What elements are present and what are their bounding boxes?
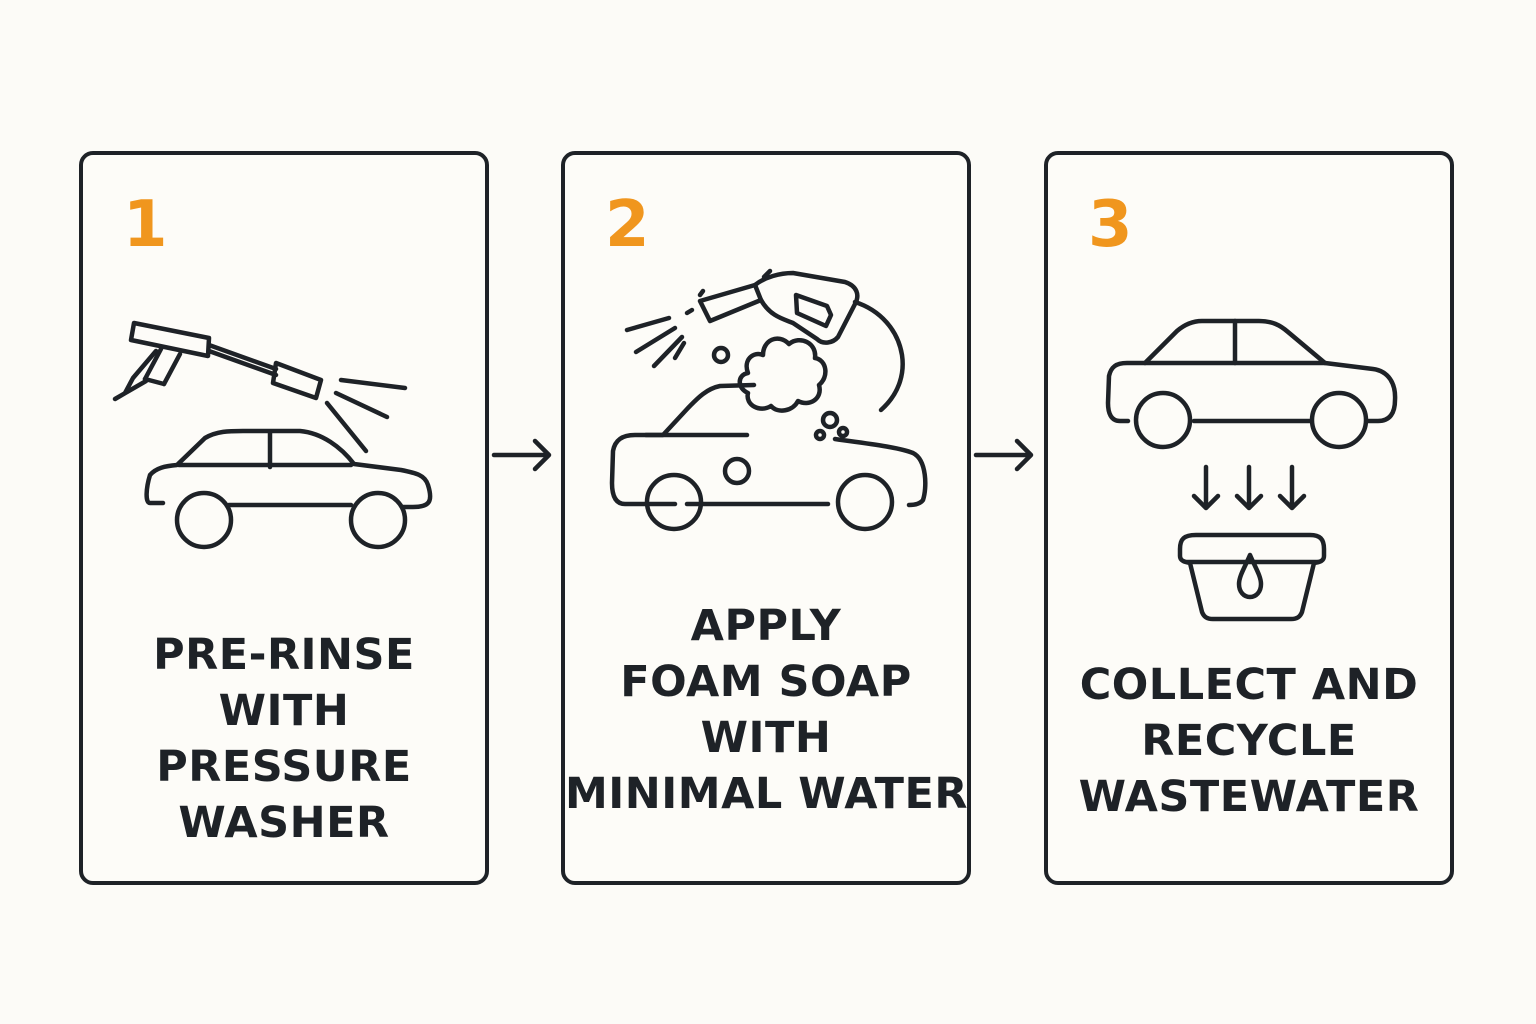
collection-basin-icon	[1177, 532, 1327, 622]
step-3-illustration	[1105, 318, 1398, 622]
caption-line: WASTEWATER	[1078, 772, 1420, 822]
caption-line: PRE-RINSE	[153, 630, 415, 680]
step-3-card: 3 COLLECT AND RECYCLE WASTEWATER	[1044, 151, 1454, 885]
step-number: 3	[1088, 188, 1133, 262]
step-number: 1	[123, 188, 168, 262]
caption-line: FOAM SOAP	[620, 657, 912, 707]
step-2-illustration	[609, 268, 928, 532]
step-2-card: 2	[561, 151, 971, 885]
step-1-caption: PRE-RINSE WITH PRESSURE WASHER	[83, 627, 485, 851]
caption-line: MINIMAL WATER	[565, 769, 968, 819]
spray-icon	[324, 377, 408, 454]
foam-bubbles-icon	[737, 336, 850, 442]
caption-line: WITH	[218, 686, 350, 736]
spray-icon	[624, 288, 731, 369]
step-1-illustration	[112, 320, 433, 550]
car-icon	[609, 382, 928, 532]
car-icon	[144, 428, 433, 550]
caption-line: WITH	[700, 713, 832, 763]
caption-line: WASHER	[178, 798, 390, 848]
pressure-washer-icon	[112, 320, 324, 402]
caption-line: PRESSURE	[156, 742, 412, 792]
step-3-caption: COLLECT AND RECYCLE WASTEWATER	[1048, 657, 1450, 825]
arrow-right-icon	[973, 438, 1034, 472]
water-drop-icon	[1236, 552, 1264, 600]
caption-line: COLLECT AND	[1079, 660, 1419, 710]
step-1-card: 1 PRE-RINSE WITH PRES	[79, 151, 489, 885]
caption-line: APPLY	[690, 601, 842, 651]
arrow-right-icon	[491, 438, 552, 472]
step-2-caption: APPLY FOAM SOAP WITH MINIMAL WATER	[565, 598, 967, 822]
step-number: 2	[605, 188, 650, 262]
car-icon	[1105, 318, 1398, 450]
caption-line: RECYCLE	[1141, 716, 1357, 766]
foam-nozzle-icon	[697, 268, 905, 413]
down-arrows-icon	[1191, 464, 1307, 511]
